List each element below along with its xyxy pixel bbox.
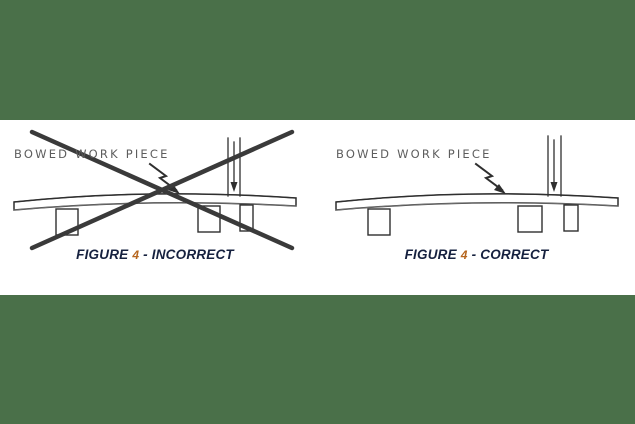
down-arrow-icon	[547, 135, 562, 197]
content-panel: BOWED WORK PIECE FIGURE 4 - INCORRECT	[0, 120, 635, 295]
figure-correct-drawing	[335, 135, 619, 236]
support-block-left	[367, 208, 391, 236]
leader-arrow-icon	[474, 162, 506, 194]
work-piece-board	[335, 193, 619, 211]
caption-number-correct: 4	[460, 248, 468, 262]
down-arrow-icon	[227, 137, 241, 197]
figure-incorrect: BOWED WORK PIECE FIGURE 4 - INCORRECT	[0, 120, 310, 295]
caption-suffix-correct: - CORRECT	[471, 247, 549, 262]
caption-prefix-incorrect: FIGURE	[76, 247, 129, 262]
caption-suffix-incorrect: - INCORRECT	[143, 247, 234, 262]
support-block-middle	[517, 205, 543, 233]
figure-caption-correct: FIGURE 4 - CORRECT	[318, 247, 635, 262]
caption-prefix-correct: FIGURE	[404, 247, 457, 262]
figure-caption-incorrect: FIGURE 4 - INCORRECT	[0, 247, 310, 262]
cross-out-icon	[29, 129, 295, 251]
bowed-work-piece-label-correct: BOWED WORK PIECE	[336, 147, 492, 161]
figure-correct: BOWED WORK PIECE FIGURE 4 - CORRECT	[318, 120, 635, 295]
support-block-right	[563, 204, 579, 232]
figure-incorrect-drawing	[13, 129, 297, 251]
caption-number-incorrect: 4	[132, 248, 140, 262]
bowed-work-piece-label-incorrect: BOWED WORK PIECE	[14, 147, 170, 161]
